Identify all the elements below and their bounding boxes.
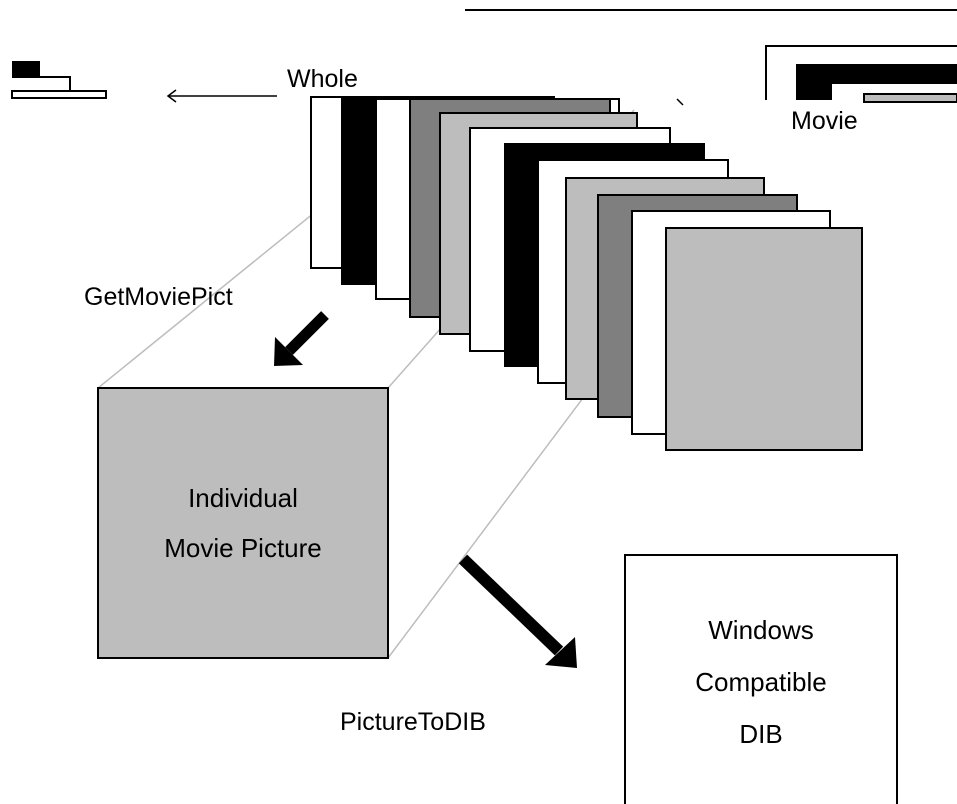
individual-picture-line2: Movie Picture [164,533,322,563]
dib-line1: Windows [708,615,814,645]
individual-picture-line1: Individual [188,483,298,513]
picture-to-dib-arrow [458,554,577,668]
individual-picture-box [97,387,389,659]
whole-pointer-arrow [166,89,277,103]
movie-frame-stack [310,96,863,451]
movie-label: Movie [791,107,858,135]
whole-label: Whole [287,65,358,93]
get-movie-pict-label: GetMoviePict [84,283,233,311]
individual-picture-caption: Individual Movie Picture [98,485,388,561]
dib-box [624,554,898,804]
dib-line2: Compatible [695,667,827,697]
picture-to-dib-label: PictureToDIB [340,708,486,736]
top-left-fragment [11,61,107,99]
movie-corner-fragment [765,45,957,103]
tick-mark [676,98,684,106]
get-movie-pict-arrow [274,311,329,366]
movie-frame-12 [665,227,863,451]
dib-caption: Windows Compatible DIB [625,617,897,747]
dib-line3: DIB [739,719,783,749]
